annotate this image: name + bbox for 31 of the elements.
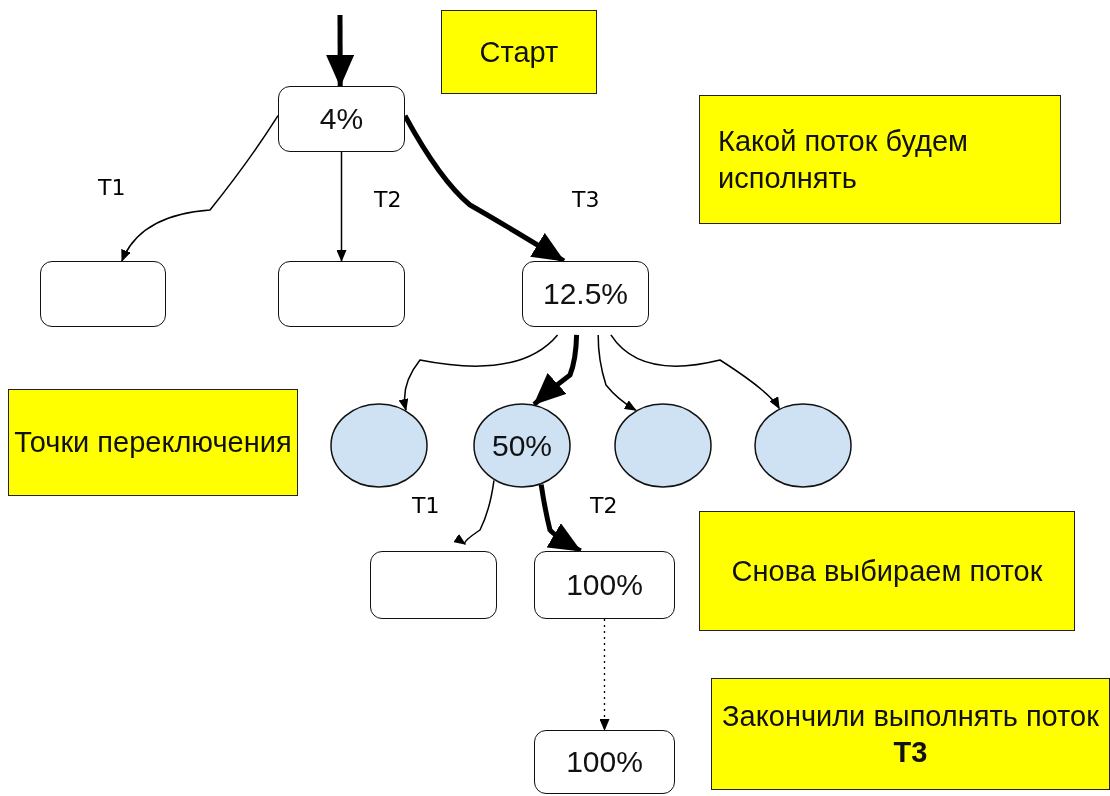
process-box <box>278 261 405 327</box>
process-box <box>534 730 675 794</box>
process-box <box>40 261 166 327</box>
arrow <box>610 334 780 410</box>
node-label: 100% <box>566 744 643 781</box>
process-box <box>534 551 675 619</box>
node-label: 4% <box>319 101 364 138</box>
note-box <box>441 10 597 94</box>
node-label: 50% <box>491 427 552 464</box>
arrow <box>398 334 559 411</box>
note-text: Какой поток будем исполнять <box>717 124 969 196</box>
arrow <box>326 15 355 87</box>
arrow <box>532 334 580 407</box>
note-text: Точки переключения <box>14 425 292 461</box>
arrow <box>597 334 637 411</box>
process-box <box>522 261 649 327</box>
arrow <box>599 618 610 731</box>
process-box <box>370 551 497 619</box>
arrow <box>336 151 347 262</box>
note-box <box>699 95 1061 224</box>
note-box <box>8 389 298 496</box>
note-box <box>711 678 1110 790</box>
note-text: Снова выбираем поток <box>731 553 1043 589</box>
node-label: 100% <box>566 567 643 604</box>
note-box <box>699 511 1075 631</box>
node-label: 12.5% <box>542 276 629 313</box>
arrow <box>121 114 279 262</box>
note-text: Закончили выполнять поток T3 <box>721 698 1100 770</box>
arrow <box>454 479 495 545</box>
process-box <box>278 86 405 152</box>
note-text: Старт <box>479 34 559 70</box>
